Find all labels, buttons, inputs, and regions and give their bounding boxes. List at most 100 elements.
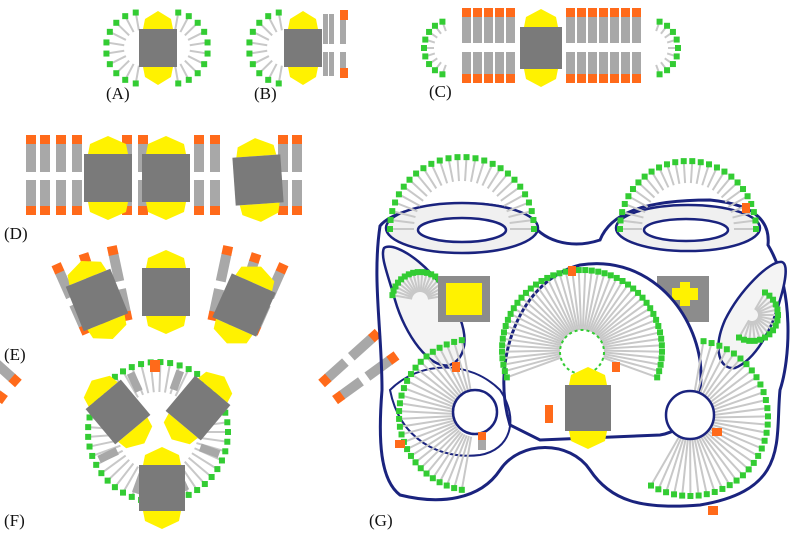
spoke-tip — [454, 154, 461, 161]
spoke — [403, 387, 455, 409]
spoke — [91, 444, 121, 457]
cap-top — [569, 367, 607, 385]
spoke-tip — [499, 335, 506, 342]
spoke — [505, 325, 564, 345]
spoke-tip — [398, 276, 405, 283]
spoke — [158, 362, 162, 393]
rod-tip — [138, 135, 148, 144]
rod-tip — [332, 390, 346, 405]
rod-tip — [610, 74, 619, 83]
spoke — [571, 270, 581, 331]
spoke-tip — [225, 429, 231, 435]
spoke-tip — [185, 491, 192, 498]
spoke-tip — [98, 470, 105, 477]
spoke-tip — [736, 334, 742, 341]
spoke — [700, 436, 731, 486]
spoke-tip — [679, 492, 686, 499]
spoke — [500, 185, 521, 202]
rod-tip — [72, 206, 82, 215]
rod-tip — [506, 74, 515, 83]
spoke-tip — [655, 486, 662, 493]
spoke — [599, 313, 654, 342]
rod-tip — [599, 8, 608, 17]
spoke-tip — [595, 268, 602, 275]
spoke — [486, 167, 502, 190]
spoke — [504, 354, 563, 373]
spoke — [621, 211, 644, 219]
spoke — [711, 421, 767, 434]
spoke-tip — [753, 226, 759, 232]
spoke-tip — [770, 327, 777, 334]
spoke-tip — [511, 176, 518, 183]
spoke-tip — [398, 392, 405, 399]
spoke-tip — [746, 337, 753, 344]
rod-tip — [106, 245, 119, 256]
spoke-tip — [499, 355, 506, 362]
rod-tip — [26, 206, 36, 215]
rod — [340, 20, 346, 44]
spoke — [650, 436, 680, 487]
spoke — [401, 394, 454, 411]
rod-tip — [566, 74, 575, 83]
spoke-tip — [713, 164, 720, 171]
spoke-tip — [265, 76, 272, 83]
spoke-tip — [504, 170, 511, 177]
rod — [566, 52, 575, 76]
spoke-tip — [762, 334, 768, 341]
spoke — [691, 439, 700, 496]
spoke-tip — [734, 179, 741, 186]
spoke — [586, 272, 606, 332]
rod — [97, 447, 119, 464]
spoke-tip — [672, 159, 679, 166]
pore-right — [664, 389, 716, 441]
spoke — [624, 203, 646, 213]
spoke-tip — [761, 437, 768, 444]
rod-tip — [292, 206, 302, 215]
spoke — [525, 292, 569, 337]
cap-top — [83, 375, 118, 407]
spoke — [711, 407, 768, 417]
spoke — [414, 366, 459, 403]
spoke-tip — [443, 341, 450, 348]
spoke-tip — [412, 364, 419, 371]
spoke-tip — [588, 267, 595, 274]
spoke-tip — [706, 161, 713, 168]
rod-tip — [712, 428, 722, 436]
spoke-tip — [619, 209, 626, 216]
rod-tip — [210, 135, 220, 144]
spoke — [733, 219, 756, 225]
core-unit — [232, 138, 284, 222]
top-ring-right-hole — [642, 217, 730, 243]
core-unit — [284, 11, 322, 85]
spoke — [410, 426, 458, 457]
spoke-tip — [204, 39, 211, 46]
cap-top — [143, 11, 173, 29]
panel-label-g: (G) — [369, 511, 393, 530]
spoke — [592, 283, 629, 335]
rod-tip — [56, 206, 66, 215]
spoke-tip — [503, 374, 510, 381]
rod — [621, 15, 630, 43]
rod — [323, 52, 328, 76]
spoke — [406, 379, 456, 407]
spoke-tip — [766, 292, 773, 299]
spoke-tip — [194, 370, 201, 377]
rod-tip — [473, 74, 482, 83]
core-square — [65, 268, 129, 332]
cap-bottom — [239, 202, 280, 222]
cap-bottom — [213, 318, 253, 344]
spoke-tip — [656, 18, 663, 25]
patch-cross — [672, 282, 698, 306]
rod-tip — [318, 373, 332, 388]
spoke-tip — [530, 216, 537, 223]
spoke — [711, 399, 767, 414]
spoke-tip — [752, 217, 759, 224]
spoke-tip — [275, 80, 282, 87]
spoke-tip — [500, 361, 507, 368]
spoke-tip — [426, 28, 433, 35]
spoke-tip — [514, 299, 521, 306]
rod — [26, 142, 36, 172]
spoke-tip — [499, 348, 506, 355]
spoke-tip — [392, 283, 399, 290]
